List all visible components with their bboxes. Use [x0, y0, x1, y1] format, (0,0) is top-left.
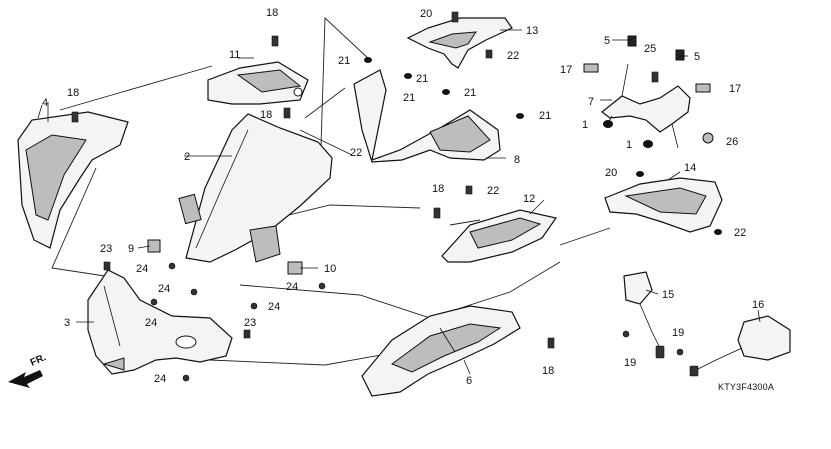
- callout-24: 24: [268, 301, 280, 313]
- callout-19: 19: [624, 357, 636, 369]
- callout-1: 1: [582, 119, 588, 131]
- part-15-mirror: [623, 271, 665, 359]
- callout-7: 7: [588, 96, 594, 108]
- part-4-inner-panel: [17, 104, 129, 249]
- callout-24: 24: [136, 263, 148, 275]
- callout-24: 24: [154, 373, 166, 385]
- callout-24: 24: [145, 317, 157, 329]
- callout-21: 21: [464, 87, 476, 99]
- callouts: 18 11 18 4 18 2 20 13 22 21 21 21 21 21 …: [42, 7, 764, 387]
- part-2-windscreen: [178, 113, 333, 263]
- callout-23: 23: [100, 243, 112, 255]
- callout-18: 18: [67, 87, 79, 99]
- part-12-lower-panel: [441, 209, 558, 263]
- callout-12: 12: [523, 193, 535, 205]
- callout-21: 21: [416, 73, 428, 85]
- callout-10: 10: [324, 263, 336, 275]
- callout-6: 6: [466, 375, 472, 387]
- callout-8: 8: [514, 154, 520, 166]
- callout-14: 14: [684, 162, 696, 174]
- callout-24: 24: [286, 281, 298, 293]
- callout-18: 18: [542, 365, 554, 377]
- callout-18: 18: [266, 7, 278, 19]
- part-7-stay: [601, 63, 691, 149]
- callout-24: 24: [158, 283, 170, 295]
- callout-19: 19: [672, 327, 684, 339]
- callout-18: 18: [260, 109, 272, 121]
- callout-13: 13: [526, 25, 538, 37]
- callout-3: 3: [64, 317, 70, 329]
- part-11-bracket: [207, 61, 309, 105]
- callout-22: 22: [734, 227, 746, 239]
- callout-9: 9: [128, 243, 134, 255]
- callout-4: 4: [42, 97, 48, 109]
- leader-lines: [47, 29, 761, 375]
- callout-1: 1: [626, 139, 632, 151]
- callout-17: 17: [729, 83, 741, 95]
- callout-15: 15: [662, 289, 674, 301]
- callout-21: 21: [338, 55, 350, 67]
- callout-22: 22: [350, 147, 362, 159]
- part-16-mirror: [689, 315, 791, 377]
- part-6-side-cowl: [361, 305, 521, 397]
- callout-5: 5: [694, 51, 700, 63]
- front-arrow: FR.: [8, 352, 48, 388]
- part-3-front-cowl: [87, 269, 233, 375]
- part-14-side-cover: [604, 177, 723, 233]
- callout-26: 26: [726, 136, 738, 148]
- part-13-upper-cover: [406, 17, 513, 69]
- callout-11: 11: [229, 49, 240, 61]
- callout-20: 20: [605, 167, 617, 179]
- callout-23: 23: [244, 317, 256, 329]
- callout-22: 22: [507, 50, 519, 62]
- callout-22: 22: [487, 185, 499, 197]
- callout-5: 5: [604, 35, 610, 47]
- hardware: [71, 11, 722, 382]
- diagram-code: KTY3F4300A: [718, 382, 774, 392]
- callout-18: 18: [432, 183, 444, 195]
- callout-16: 16: [752, 299, 764, 311]
- callout-20: 20: [420, 8, 432, 20]
- callout-21: 21: [403, 92, 415, 104]
- callout-21: 21: [539, 110, 551, 122]
- callout-2: 2: [184, 151, 190, 163]
- front-label: FR.: [29, 352, 48, 369]
- part-8-center-panel: [353, 69, 501, 163]
- callout-17: 17: [560, 64, 572, 76]
- callout-25: 25: [644, 43, 656, 55]
